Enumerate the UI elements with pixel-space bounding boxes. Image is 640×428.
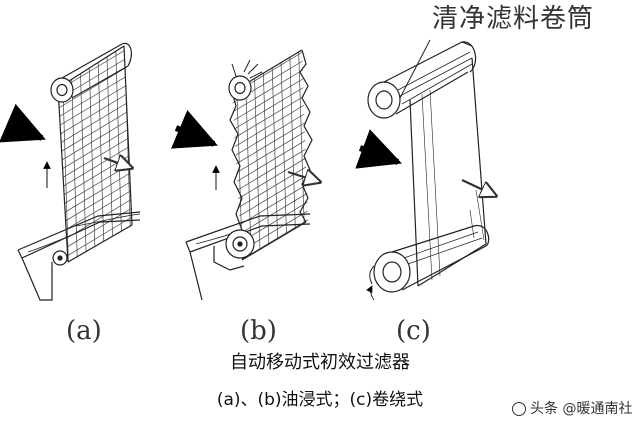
panel-c-clean-media-roll: [367, 41, 477, 119]
mesh-line: [232, 50, 308, 69]
panel-label-c: (c): [396, 316, 431, 346]
mesh-line: [58, 46, 132, 83]
panel-b-inlet-arrow: [171, 109, 218, 149]
mesh-line: [58, 46, 132, 47]
mesh-line: [58, 118, 132, 182]
panel-b-filter-mesh: [232, 50, 308, 260]
panel-b-oil-trough: [185, 213, 311, 301]
mesh-line: [232, 50, 308, 78]
panel-a-top-roller: [50, 42, 132, 103]
mesh-line: [232, 146, 308, 213]
panel-a-inlet-arrow: [0, 103, 46, 143]
mesh-line: [288, 50, 298, 260]
mesh-line: [69, 46, 79, 262]
figure-title: 自动移动式初效过滤器: [230, 352, 410, 373]
panel-c-inlet-arrow: [355, 129, 402, 169]
mesh-line: [279, 50, 289, 260]
panel-label-a: (a): [66, 316, 102, 346]
mesh-line: [105, 46, 115, 262]
mesh-line: [232, 119, 308, 186]
mesh-line: [232, 65, 308, 132]
toutiao-logo-icon: [512, 402, 526, 416]
mesh-line: [232, 50, 308, 60]
panel-c-filter-media: [409, 57, 487, 287]
mesh-line: [232, 101, 308, 168]
panel-b-oil-bath-filter: [171, 49, 324, 301]
mesh-line: [306, 50, 308, 260]
mesh-line: [232, 254, 308, 260]
watermark-text: 头条 @暖通南社: [530, 401, 633, 417]
panel-a-oil-trough: [17, 211, 141, 301]
panel-c-take-up-roll: [366, 224, 490, 301]
panel-label-b: (b): [240, 316, 277, 346]
mesh-line: [232, 173, 308, 240]
panel-a-outlet-arrow: [103, 158, 132, 168]
callout-leader-line: [399, 39, 431, 99]
mesh-line: [133, 26, 141, 282]
mesh-line: [58, 109, 132, 173]
mesh-line: [58, 46, 132, 65]
mesh-line: [96, 46, 106, 262]
mesh-line: [58, 235, 132, 262]
mesh-line: [232, 50, 308, 87]
mesh-line: [297, 50, 307, 260]
panel-b-top-roller: [228, 59, 263, 101]
watermark: 头条 @暖通南社: [512, 402, 632, 416]
clean-media-roll-callout: 清净滤料卷筒: [432, 4, 595, 34]
mesh-line: [232, 50, 308, 51]
mesh-line: [58, 46, 132, 74]
mesh-line: [232, 128, 308, 195]
panel-b-outlet-arrow: [287, 172, 320, 182]
mesh-line: [58, 100, 132, 164]
figure-subtitle: (a)、(b)油浸式；(c)卷绕式: [216, 390, 424, 410]
panel-c-roll-filter: [355, 39, 496, 301]
panel-a-oil-bath-filter: [0, 26, 141, 301]
panel-c-outlet-arrow: [461, 179, 496, 196]
